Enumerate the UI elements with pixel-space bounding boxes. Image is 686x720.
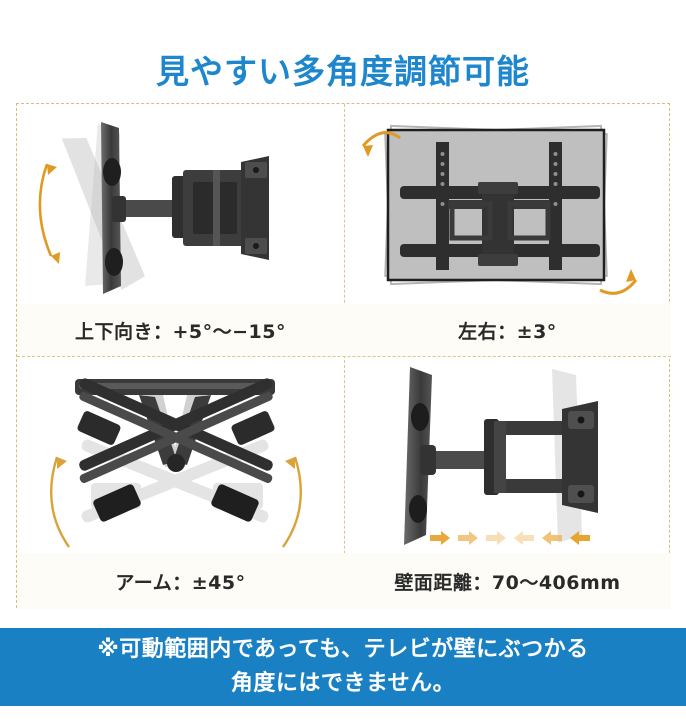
feature-grid: 上下向き：+5°〜−15° (16, 103, 671, 609)
arm-illustration (17, 357, 344, 557)
wall-distance-illustration (344, 357, 671, 557)
tilt-caption: 上下向き：+5°〜−15° (17, 304, 344, 356)
footer-note-line-1: ※可動範囲内であっても、テレビが壁にぶつかる (97, 637, 589, 662)
arm-caption: アーム：±45° (17, 553, 344, 609)
panel-arm: アーム：±45° (17, 357, 344, 609)
grid-horizontal-divider (17, 356, 671, 357)
footer-note-banner: ※可動範囲内であっても、テレビが壁にぶつかる 角度にはできません。 (0, 628, 686, 706)
tilt-illustration (17, 104, 344, 304)
title-container: 見やすい多角度調節可能 (0, 40, 686, 98)
swivel-caption: 左右：±3° (344, 304, 671, 356)
panel-tilt: 上下向き：+5°〜−15° (17, 104, 344, 356)
footer-note-line-2: 角度にはできません。 (230, 671, 456, 696)
wall-distance-caption: 壁面距離：70〜406mm (344, 553, 671, 609)
swivel-illustration (344, 104, 671, 304)
panel-wall-distance: 壁面距離：70〜406mm (344, 357, 671, 609)
page-title: 見やすい多角度調節可能 (154, 50, 531, 93)
panel-swivel: 左右：±3° (344, 104, 671, 356)
